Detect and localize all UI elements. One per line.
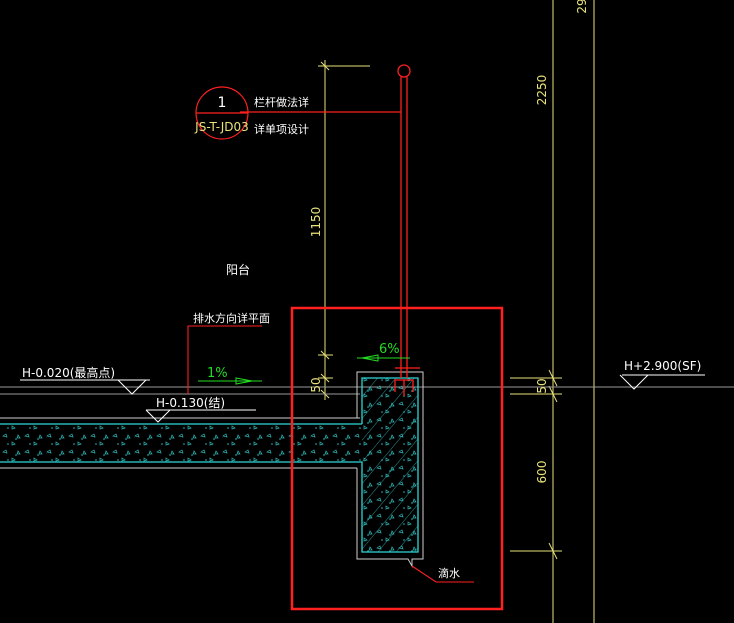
elevation-right: H+2.900(SF) [624,359,701,373]
curb-slope: 6% [379,342,400,357]
balcony-slab [0,417,362,469]
dim-curb-left: 50 [309,377,323,392]
drainage-note: 排水方向详平面 [193,311,270,325]
railing-note-line2: 详单项设计 [254,122,309,136]
floor-slope: 1% [207,366,228,381]
dim-beam-depth: 600 [535,461,549,484]
drainage-leader: 排水方向详平面 [187,311,270,394]
drip-leader: 滴水 [411,565,474,583]
elevation-markers [20,374,705,423]
drip-label: 滴水 [438,566,460,580]
detail-callout: 1 JS-T-JD03 栏杆做法详 详单项设计 [194,86,309,140]
dim-curb-right: 50 [535,378,549,393]
elevation-floor-high: H-0.020(最高点) [22,365,115,380]
railing-note-line1: 栏杆做法详 [254,95,309,109]
dimension-lines [318,0,595,623]
elevation-structure: H-0.130(结) [156,396,225,410]
detail-number: 1 [218,95,227,111]
detail-sheet-ref: JS-T-JD03 [194,120,249,134]
edge-beam [356,371,424,568]
slope-arrows: 1% 6% [198,342,410,385]
room-label: 阳台 [226,262,250,277]
dim-top-cut: 29 [575,0,589,14]
dim-railing-top: 2250 [535,75,549,106]
highlight-box [290,306,504,611]
railing [240,64,420,396]
dim-railing-height: 1150 [309,207,323,238]
